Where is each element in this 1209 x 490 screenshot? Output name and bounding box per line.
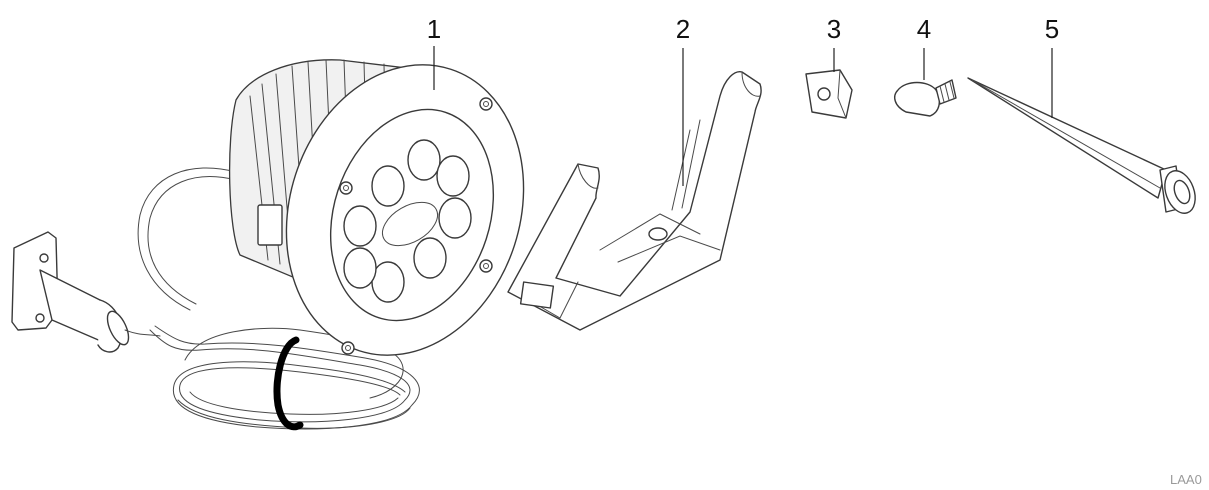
callout-number-2: 2	[676, 14, 690, 44]
reference-code: LAA0	[1170, 472, 1202, 487]
callout-number-3: 3	[827, 14, 841, 44]
cable-tie	[273, 336, 304, 431]
part-4-thumb-screw: 4	[894, 14, 957, 117]
callout-number-1: 1	[427, 14, 441, 44]
part-3-square-nut: 3	[805, 14, 853, 119]
callout-number-5: 5	[1045, 14, 1059, 44]
part-1-led-spotlight: 1	[11, 14, 525, 431]
callout-number-4: 4	[917, 14, 931, 44]
part-5-ground-spike: 5	[967, 14, 1196, 214]
led-lenses	[343, 139, 472, 303]
cable-connector	[11, 231, 161, 353]
part-2-mounting-bracket: 2	[507, 14, 762, 331]
